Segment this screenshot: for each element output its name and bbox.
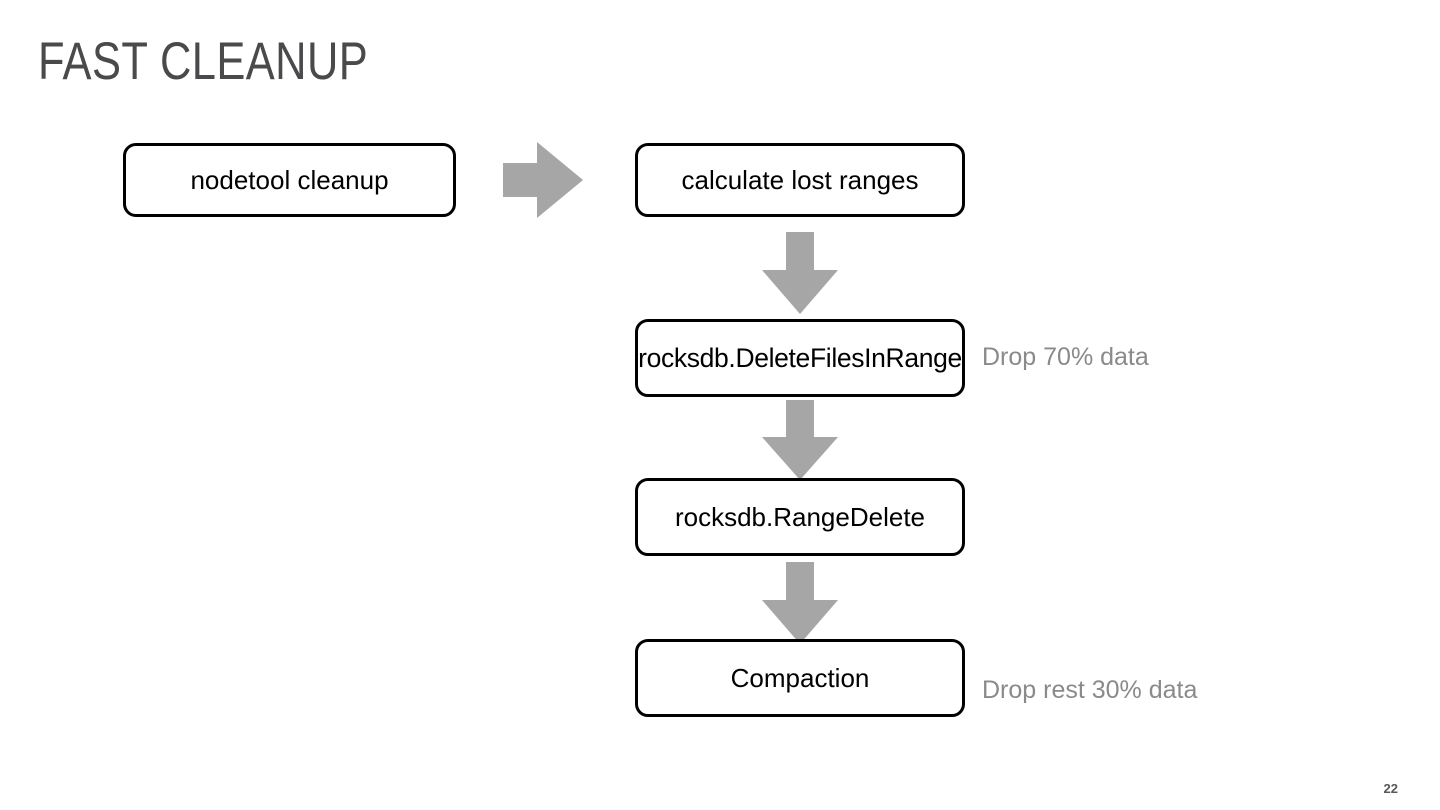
annotation-drop-rest-30-percent: Drop rest 30% data	[982, 676, 1198, 704]
flow-box-label: rocksdb.DeleteFilesInRange	[638, 343, 962, 373]
flow-box-rocksdb-rangedelete: rocksdb.RangeDelete	[635, 478, 965, 556]
arrow-down-icon	[760, 562, 840, 646]
arrow-down-icon	[760, 232, 840, 316]
flow-box-nodetool-cleanup: nodetool cleanup	[123, 143, 456, 217]
page-number: 22	[1383, 781, 1398, 796]
page-title: FAST CLEANUP	[38, 32, 369, 91]
flow-box-label: Compaction	[730, 663, 870, 693]
flow-box-label: rocksdb.RangeDelete	[674, 502, 926, 532]
arrow-right-icon	[503, 140, 587, 220]
annotation-drop-70-percent: Drop 70% data	[982, 343, 1149, 371]
flow-box-calculate-lost-ranges: calculate lost ranges	[635, 143, 965, 217]
flow-box-compaction: Compaction	[635, 639, 965, 717]
flow-box-label: nodetool cleanup	[190, 165, 389, 195]
flow-box-rocksdb-deletefilesinrange: rocksdb.DeleteFilesInRange	[635, 319, 965, 397]
arrow-down-icon	[760, 400, 840, 482]
flow-box-label: calculate lost ranges	[681, 165, 919, 195]
